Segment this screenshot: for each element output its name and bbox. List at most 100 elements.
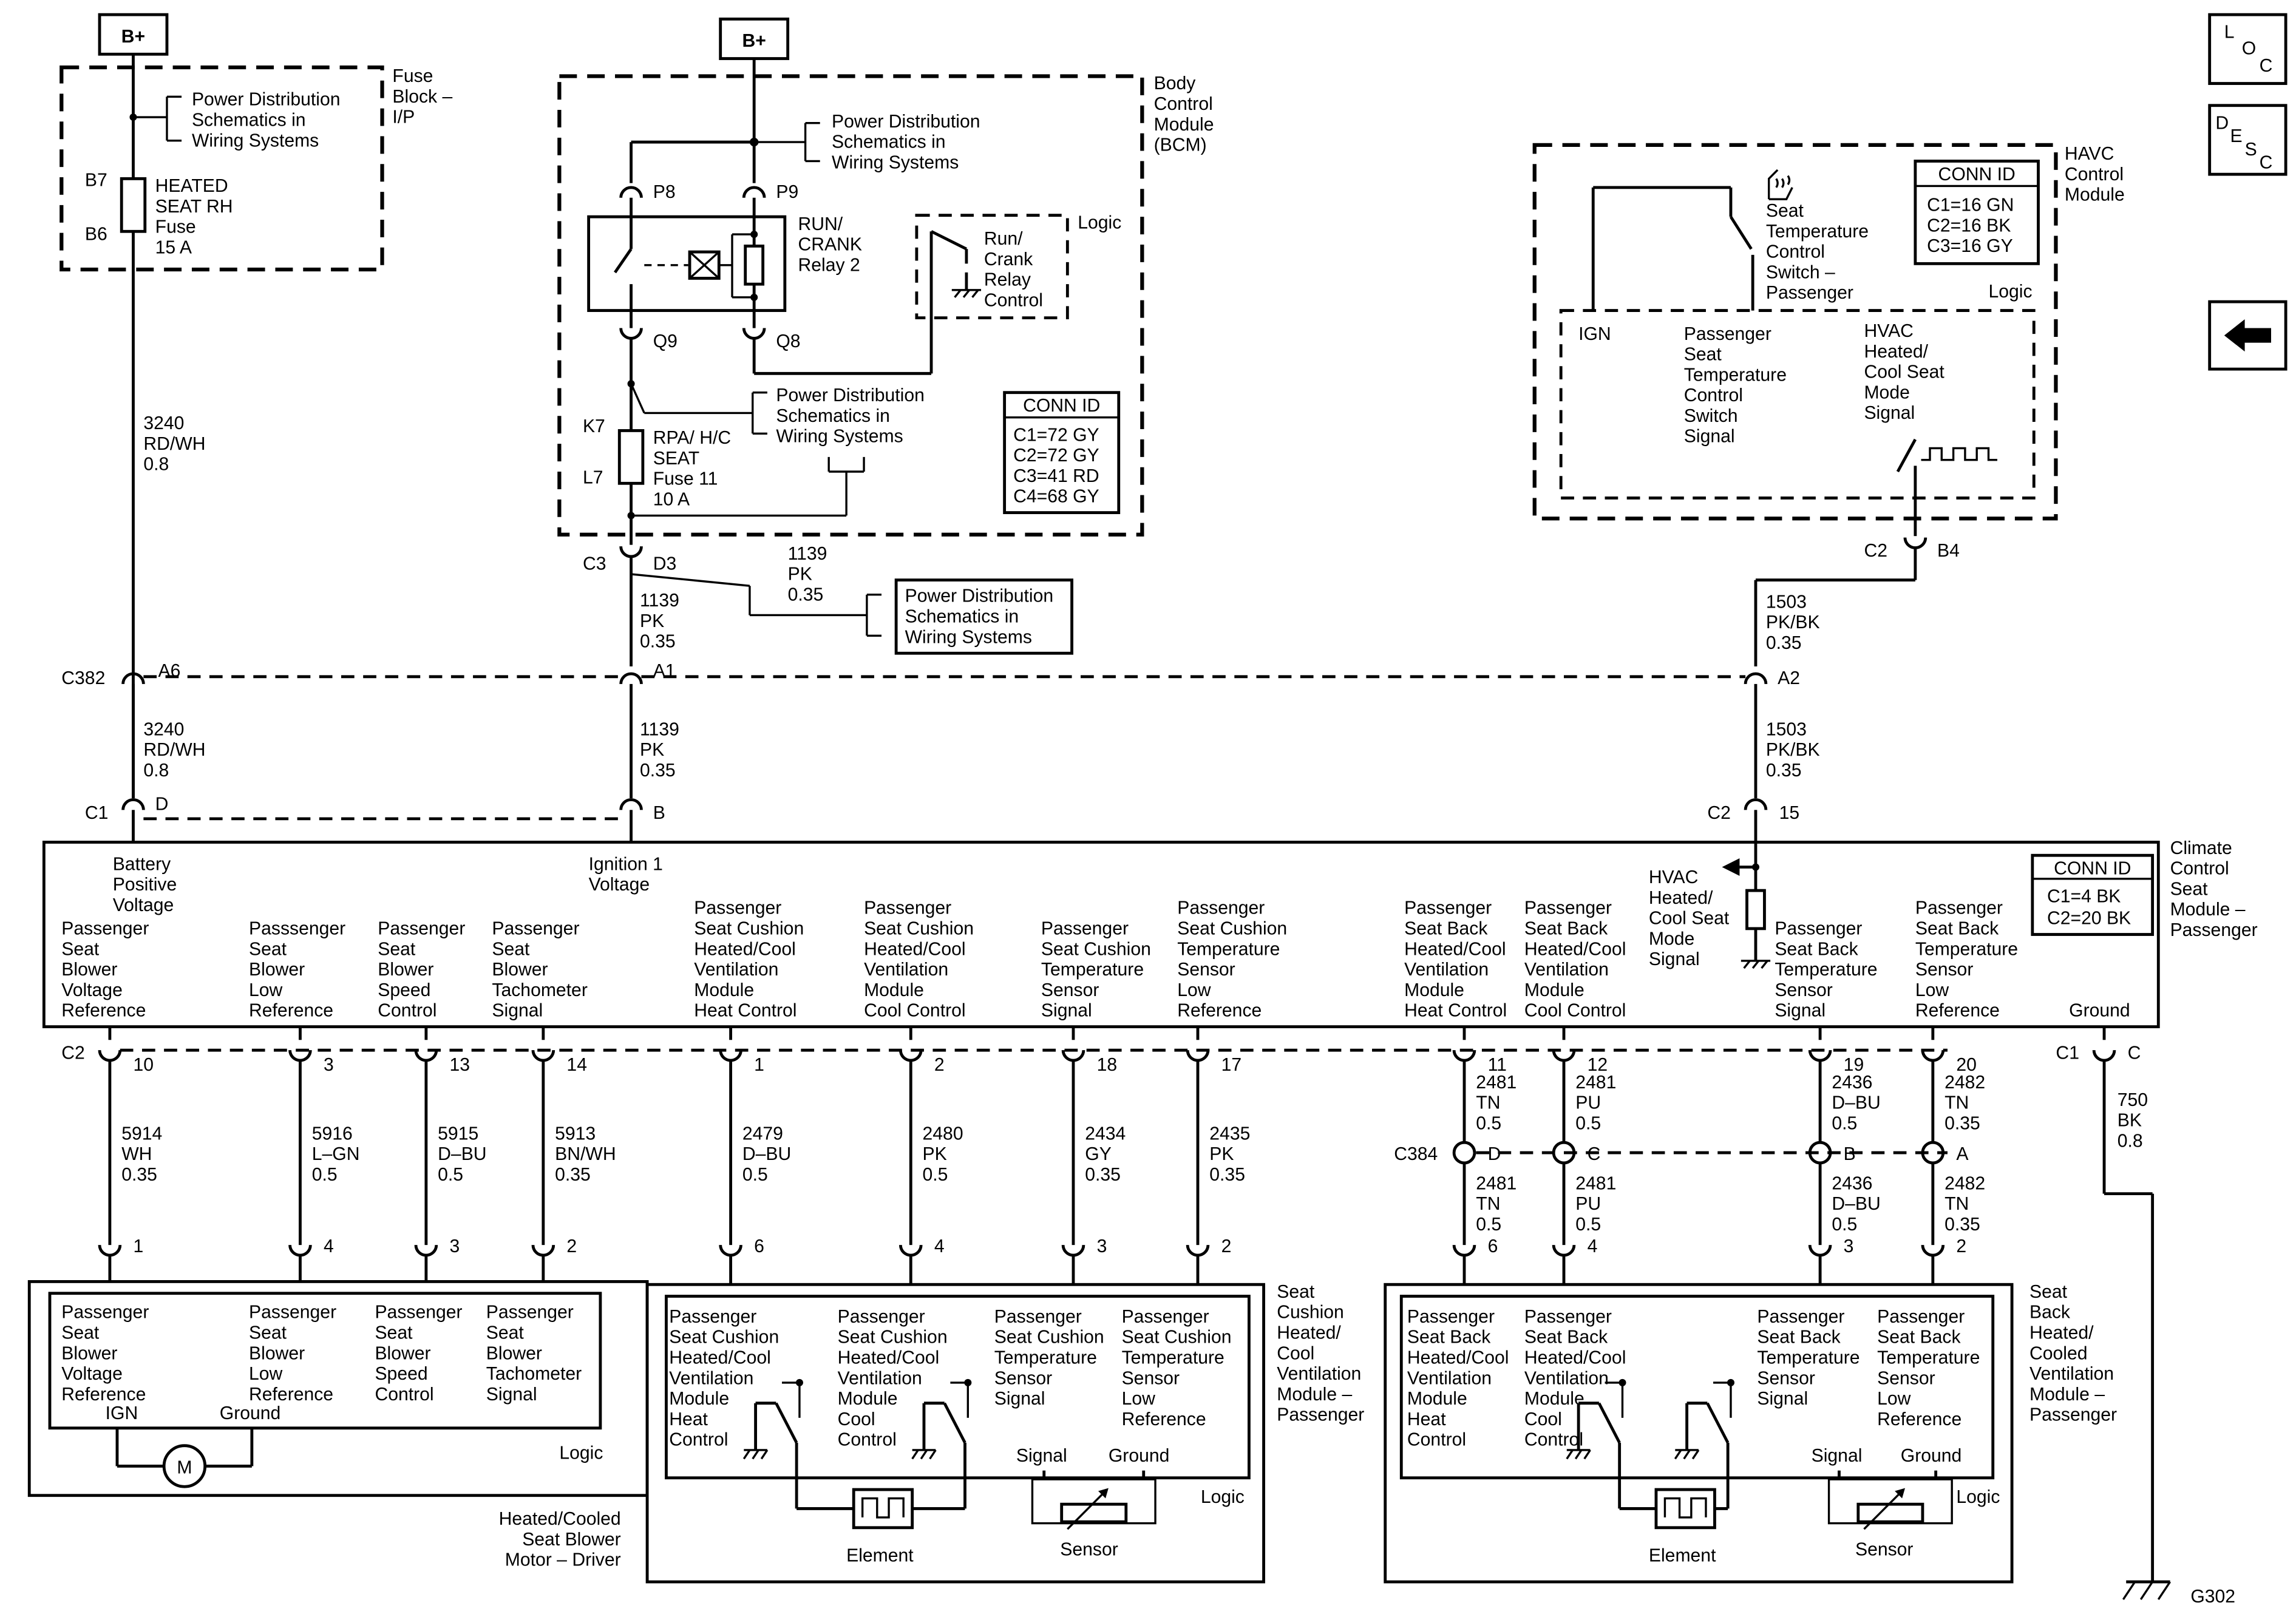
right-wire-lower: 1503 PK/BK 0.35 [1766,719,1820,781]
svg-text:Passenger: Passenger [1407,1307,1495,1327]
svg-text:PU: PU [1575,1194,1601,1214]
svg-text:C3=16 GY: C3=16 GY [1927,236,2013,256]
svg-text:Back: Back [2029,1303,2071,1323]
svg-text:Body: Body [1154,73,1197,93]
svg-text:Reference: Reference [1877,1409,1961,1429]
svg-text:M: M [177,1458,192,1478]
svg-text:Cool: Cool [1277,1343,1314,1363]
svg-text:Switch: Switch [1684,406,1738,426]
svg-text:Reference: Reference [249,1385,333,1405]
svg-text:Climate: Climate [2170,838,2232,858]
svg-text:Seat: Seat [249,939,287,959]
svg-text:2481: 2481 [1476,1173,1517,1193]
svg-text:CONN ID: CONN ID [1023,396,1100,416]
svg-text:Signal: Signal [1041,1001,1092,1021]
svg-text:Ventilation: Ventilation [1277,1364,1361,1384]
svg-text:D3: D3 [653,554,677,574]
svg-text:Control: Control [378,1001,436,1021]
loc-button[interactable]: L O C [2208,13,2288,85]
svg-text:15 A: 15 A [155,237,192,257]
svg-text:Seat Back: Seat Back [1775,939,1858,959]
c2-pin-4: 1 [754,1055,764,1075]
svg-text:C3: C3 [583,554,606,574]
heated-seat-icon [1767,169,1793,200]
svg-text:0.5: 0.5 [1476,1215,1501,1235]
svg-text:Heated/Cooled: Heated/Cooled [499,1509,621,1529]
cushion-module-title: Seat Cushion Heated/ Cool Ventilation Mo… [1277,1282,1364,1425]
svg-text:Fuse 11: Fuse 11 [653,469,718,489]
b-plus-left-label: B+ [121,27,145,47]
svg-text:Control: Control [984,290,1043,310]
svg-text:2481: 2481 [1476,1073,1517,1093]
body-control-module: Body Control Module (BCM) Power Distribu… [557,58,1214,545]
svg-text:Module: Module [864,980,924,1000]
svg-text:GY: GY [1085,1144,1112,1164]
svg-text:L7: L7 [583,467,603,487]
desc-button[interactable]: D E S C [2208,104,2288,176]
svg-text:0.5: 0.5 [1575,1215,1601,1235]
svg-text:0.35: 0.35 [640,761,676,781]
svg-text:Power Distribution: Power Distribution [832,112,980,132]
svg-text:Temperature: Temperature [1877,1348,1980,1368]
svg-text:2480: 2480 [923,1124,963,1144]
svg-text:A2: A2 [1778,668,1800,688]
blower-logic-label: Logic [559,1443,603,1463]
svg-text:Control: Control [1407,1430,1466,1450]
svg-text:PK: PK [788,564,812,585]
svg-text:Seat: Seat [375,1323,413,1343]
svg-text:RPA/ H/C: RPA/ H/C [653,428,731,448]
left-wire-bottom: 3240 RD/WH 0.8 [143,719,205,781]
svg-text:Control: Control [1684,385,1743,405]
svg-text:Speed: Speed [375,1364,427,1384]
svg-text:Seat: Seat [61,1323,100,1343]
c2-pin-1: 3 [324,1055,334,1075]
svg-text:L: L [2224,22,2235,42]
svg-text:Passenger: Passenger [1684,324,1771,344]
svg-text:Low: Low [1177,980,1211,1000]
svg-text:Module: Module [1524,980,1584,1000]
svg-text:Mode: Mode [1649,929,1694,949]
svg-text:Power Distribution: Power Distribution [905,586,1054,606]
svg-text:0.5: 0.5 [742,1165,768,1185]
havc-switch-signal-label: Passenger Seat Temperature Control Switc… [1684,324,1787,447]
svg-text:Control: Control [1524,1430,1583,1450]
svg-text:D: D [2215,113,2229,133]
svg-text:Heated/Cool: Heated/Cool [1407,1348,1509,1368]
svg-text:B4: B4 [1937,541,1960,561]
ground-icon [2122,1580,2171,1600]
svg-text:Voltage: Voltage [589,875,650,895]
c2-pin-6: 18 [1097,1055,1118,1075]
svg-text:Cool: Cool [838,1409,875,1429]
bcm-pds-top: Power Distribution Schematics in Wiring … [832,112,980,173]
c2-pin-5: 2 [934,1055,945,1075]
svg-text:3240: 3240 [143,413,184,433]
svg-text:Control: Control [669,1430,728,1450]
svg-text:Element: Element [846,1545,914,1565]
svg-text:A6: A6 [158,661,180,681]
svg-text:HVAC: HVAC [1864,321,1913,341]
relay-control-label: Run/ Crank Relay Control [984,229,1043,310]
svg-text:15: 15 [1779,803,1800,823]
switch-label: Seat Temperature Control Switch – Passen… [1766,201,1869,303]
svg-text:Sensor: Sensor [1177,960,1235,980]
svg-text:Cooled: Cooled [2029,1343,2087,1363]
svg-text:C2=16 BK: C2=16 BK [1927,215,2011,236]
svg-text:C1=4 BK: C1=4 BK [2047,886,2121,906]
back-arrow-icon[interactable] [2208,300,2288,371]
svg-text:Ventilation: Ventilation [1404,960,1489,980]
svg-text:Heated/: Heated/ [1277,1323,1341,1343]
svg-text:Ventilation: Ventilation [694,960,778,980]
svg-text:Wiring Systems: Wiring Systems [776,427,903,447]
svg-text:Module: Module [838,1389,898,1409]
svg-text:Power Distribution: Power Distribution [192,90,341,110]
svg-text:Ignition 1: Ignition 1 [589,854,663,874]
svg-text:2435: 2435 [1209,1124,1250,1144]
svg-text:Ventilation: Ventilation [1407,1368,1492,1388]
svg-text:0.8: 0.8 [143,761,169,781]
